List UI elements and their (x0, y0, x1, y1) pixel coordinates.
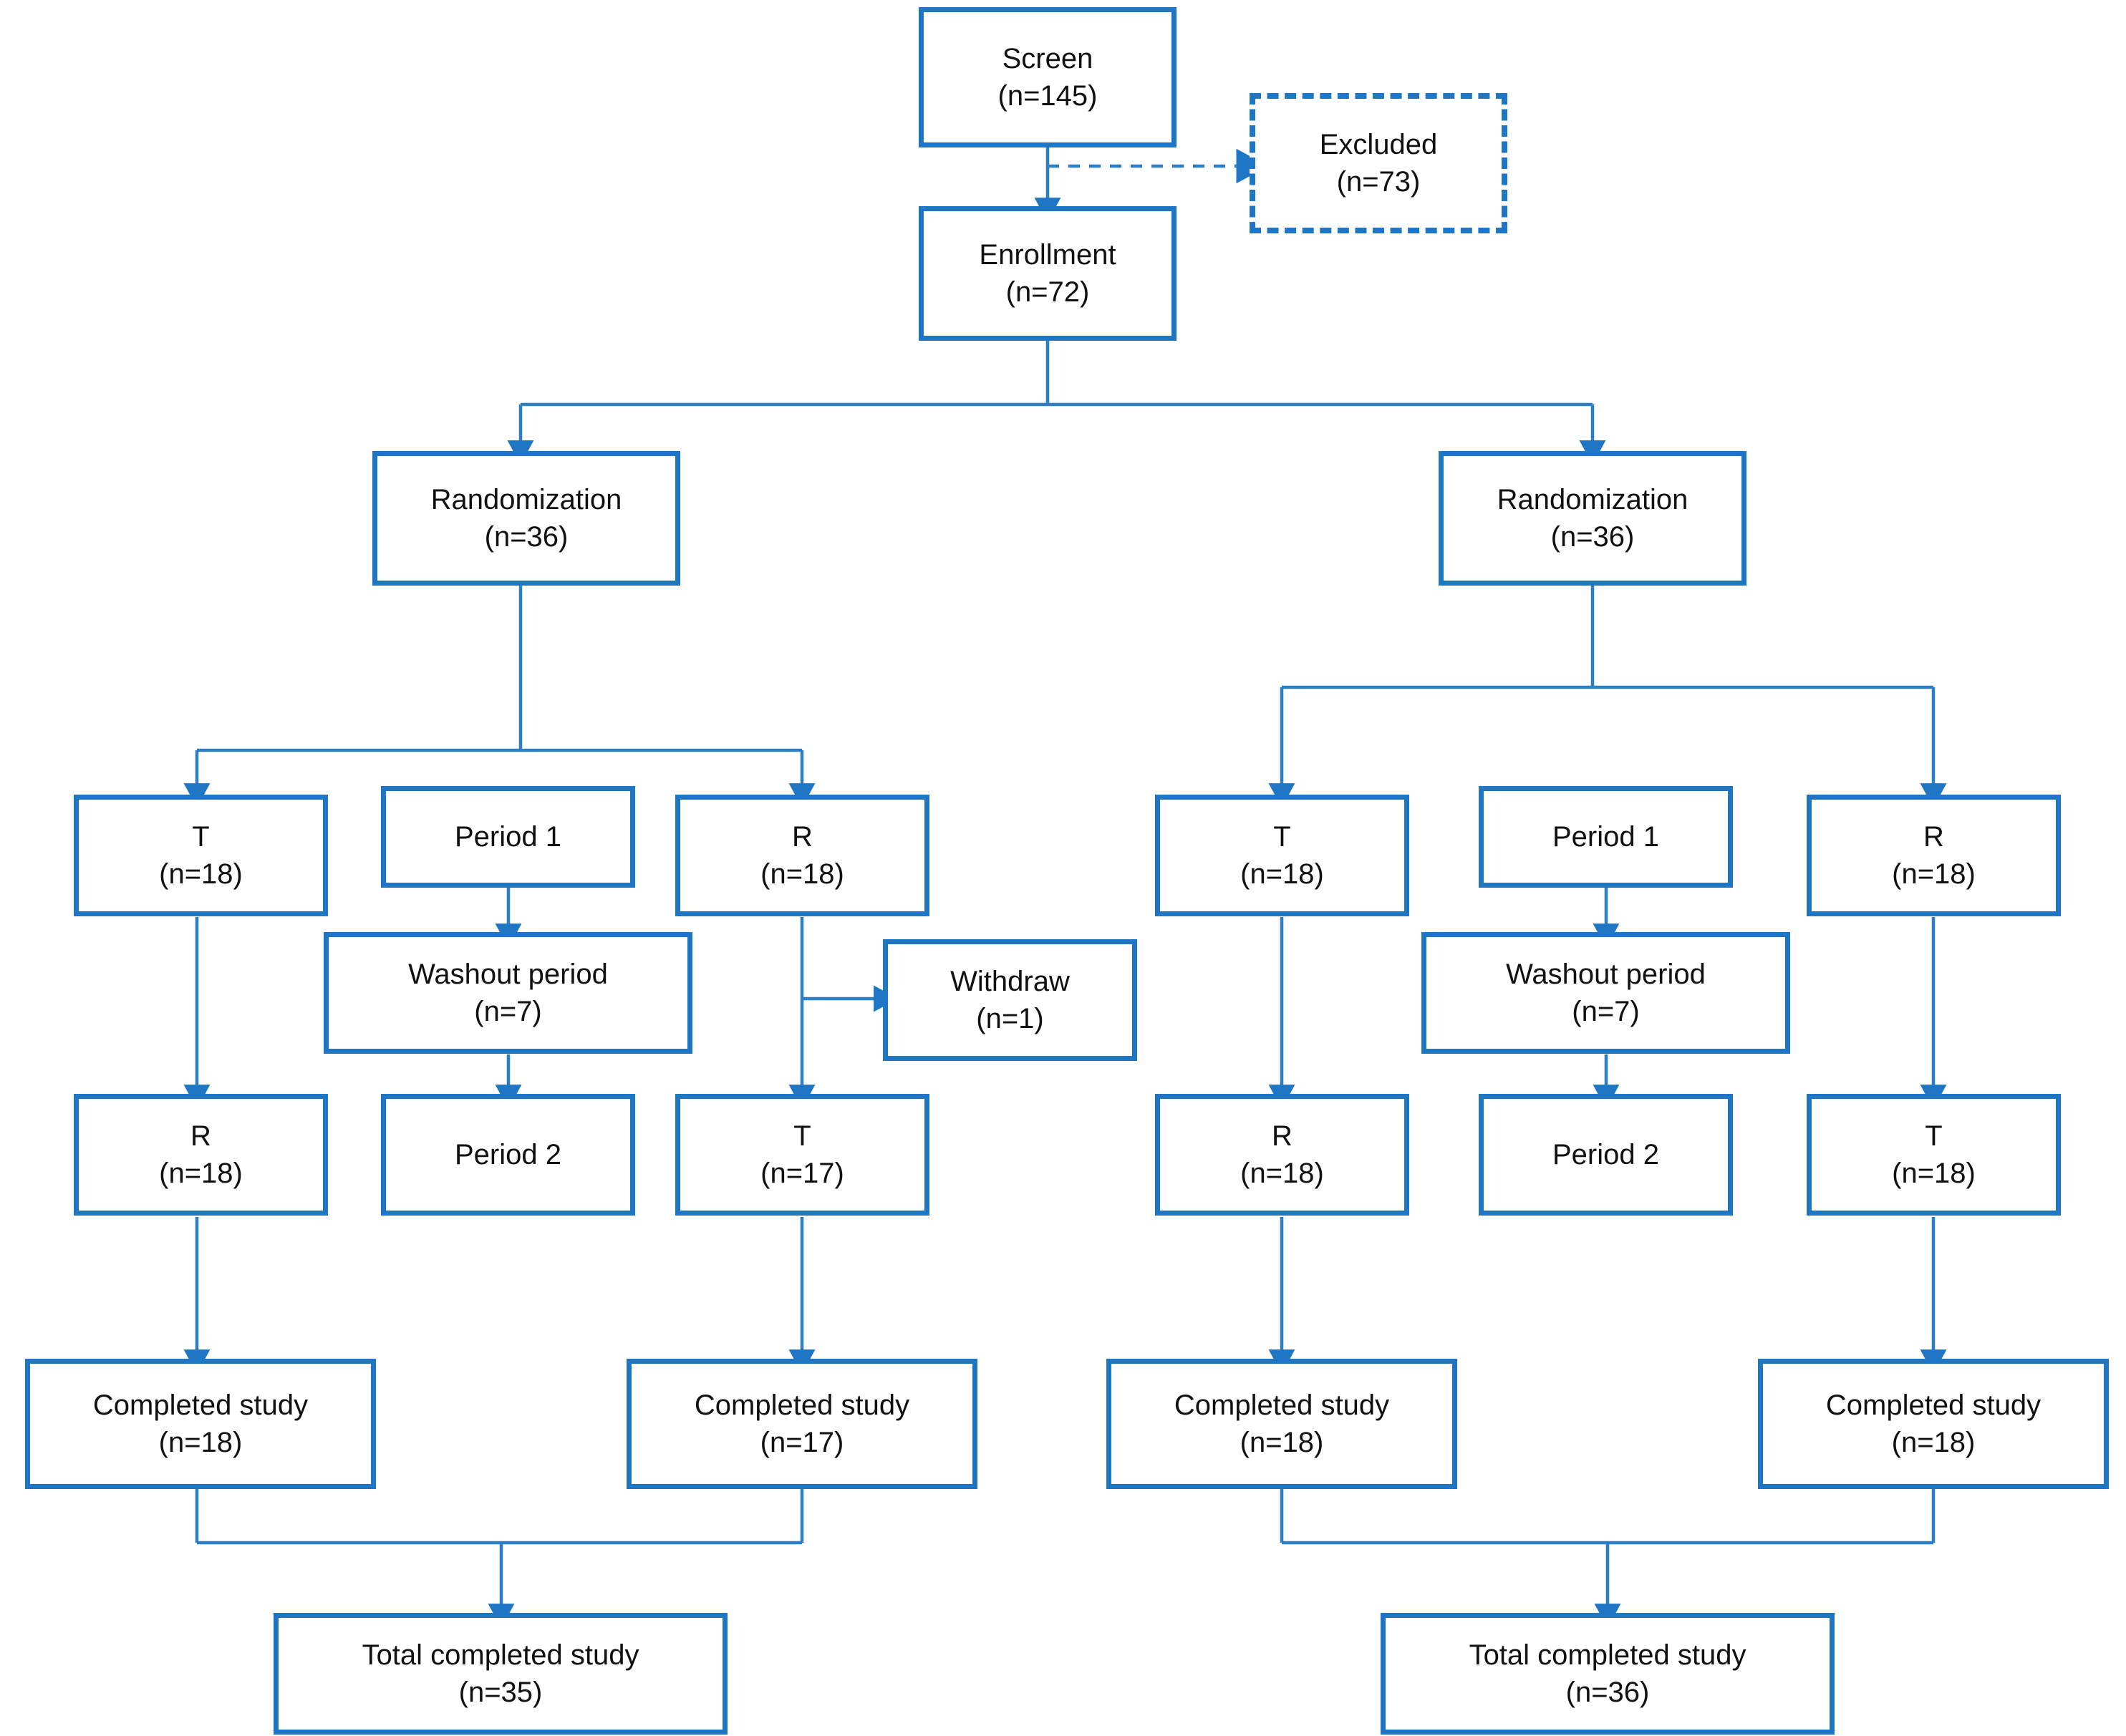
node-left-period1-reference-label: R (792, 821, 813, 853)
node-left-period1[interactable]: Period 1 (381, 786, 635, 888)
node-left-period2-reference[interactable]: R (n=18) (74, 1094, 328, 1216)
node-left-period2-label: Period 2 (455, 1139, 561, 1170)
node-left-period2-treatment-label: T (793, 1120, 811, 1152)
node-right-period2-reference[interactable]: R (n=18) (1155, 1094, 1409, 1216)
node-right-period2[interactable]: Period 2 (1479, 1094, 1733, 1216)
node-left-completed-b-label: Completed study (694, 1390, 910, 1421)
node-left-total-completed-label: Total completed study (362, 1639, 639, 1671)
node-randomization-right-label: Randomization (1497, 484, 1688, 515)
node-right-completed-a[interactable]: Completed study (n=18) (1106, 1359, 1457, 1489)
node-enrollment-count: (n=72) (1005, 276, 1090, 308)
node-left-period2-treatment[interactable]: T (n=17) (675, 1094, 929, 1216)
node-right-period1-label: Period 1 (1552, 821, 1659, 853)
node-left-washout[interactable]: Washout period (n=7) (324, 932, 692, 1054)
node-right-period2-treatment-label: T (1925, 1120, 1943, 1152)
node-right-period1-treatment-count: (n=18) (1240, 858, 1324, 890)
node-right-total-completed[interactable]: Total completed study (n=36) (1381, 1613, 1835, 1735)
node-right-washout[interactable]: Washout period (n=7) (1421, 932, 1790, 1054)
node-randomization-right[interactable]: Randomization (n=36) (1439, 451, 1746, 586)
node-left-period1-treatment[interactable]: T (n=18) (74, 795, 328, 916)
node-randomization-left-label: Randomization (430, 484, 622, 515)
node-enrollment-label: Enrollment (979, 239, 1116, 271)
node-enrollment[interactable]: Enrollment (n=72) (919, 206, 1176, 341)
node-right-completed-b-label: Completed study (1825, 1390, 2042, 1421)
node-right-period1[interactable]: Period 1 (1479, 786, 1733, 888)
node-right-completed-b[interactable]: Completed study (n=18) (1758, 1359, 2109, 1489)
node-right-total-completed-count: (n=36) (1565, 1677, 1650, 1708)
node-left-period2[interactable]: Period 2 (381, 1094, 635, 1216)
node-right-period1-treatment[interactable]: T (n=18) (1155, 795, 1409, 916)
node-screen-count: (n=145) (997, 80, 1098, 112)
node-left-period1-treatment-label: T (192, 821, 210, 853)
node-right-period1-treatment-label: T (1273, 821, 1291, 853)
node-left-completed-a[interactable]: Completed study (n=18) (25, 1359, 376, 1489)
node-right-completed-a-count: (n=18) (1240, 1427, 1324, 1458)
node-right-period1-reference[interactable]: R (n=18) (1807, 795, 2061, 916)
node-left-withdraw[interactable]: Withdraw (n=1) (883, 939, 1137, 1061)
node-randomization-left[interactable]: Randomization (n=36) (372, 451, 680, 586)
node-left-period1-reference[interactable]: R (n=18) (675, 795, 929, 916)
node-right-period2-reference-label: R (1272, 1120, 1292, 1152)
node-right-period2-treatment[interactable]: T (n=18) (1807, 1094, 2061, 1216)
node-left-withdraw-label: Withdraw (950, 966, 1070, 997)
node-left-period2-reference-count: (n=18) (159, 1158, 243, 1189)
node-left-total-completed[interactable]: Total completed study (n=35) (274, 1613, 728, 1735)
node-screen[interactable]: Screen (n=145) (919, 7, 1176, 147)
node-left-period1-treatment-count: (n=18) (159, 858, 243, 890)
node-excluded-label: Excluded (1319, 129, 1438, 160)
node-left-period1-label: Period 1 (455, 821, 561, 853)
node-excluded[interactable]: Excluded (n=73) (1250, 93, 1507, 233)
node-right-completed-a-label: Completed study (1174, 1390, 1390, 1421)
node-left-period1-reference-count: (n=18) (760, 858, 844, 890)
node-randomization-right-count: (n=36) (1550, 521, 1635, 553)
node-left-period2-treatment-count: (n=17) (760, 1158, 844, 1189)
node-screen-label: Screen (1002, 43, 1093, 74)
node-right-period2-label: Period 2 (1552, 1139, 1659, 1170)
node-left-total-completed-count: (n=35) (458, 1677, 543, 1708)
node-right-period2-reference-count: (n=18) (1240, 1158, 1324, 1189)
node-right-completed-b-count: (n=18) (1891, 1427, 1976, 1458)
node-right-washout-label: Washout period (1506, 959, 1706, 990)
node-left-completed-a-label: Completed study (92, 1390, 309, 1421)
node-left-completed-a-count: (n=18) (158, 1427, 243, 1458)
node-left-withdraw-count: (n=1) (976, 1003, 1044, 1034)
node-excluded-count: (n=73) (1336, 166, 1421, 198)
node-left-period2-reference-label: R (190, 1120, 211, 1152)
node-right-washout-count: (n=7) (1572, 996, 1640, 1027)
node-right-period2-treatment-count: (n=18) (1892, 1158, 1976, 1189)
node-right-period1-reference-count: (n=18) (1892, 858, 1976, 890)
node-left-washout-label: Washout period (408, 959, 608, 990)
node-left-completed-b-count: (n=17) (760, 1427, 844, 1458)
node-right-period1-reference-label: R (1923, 821, 1944, 853)
node-left-washout-count: (n=7) (474, 996, 542, 1027)
node-randomization-left-count: (n=36) (484, 521, 569, 553)
node-right-total-completed-label: Total completed study (1469, 1639, 1746, 1671)
node-left-completed-b[interactable]: Completed study (n=17) (627, 1359, 977, 1489)
